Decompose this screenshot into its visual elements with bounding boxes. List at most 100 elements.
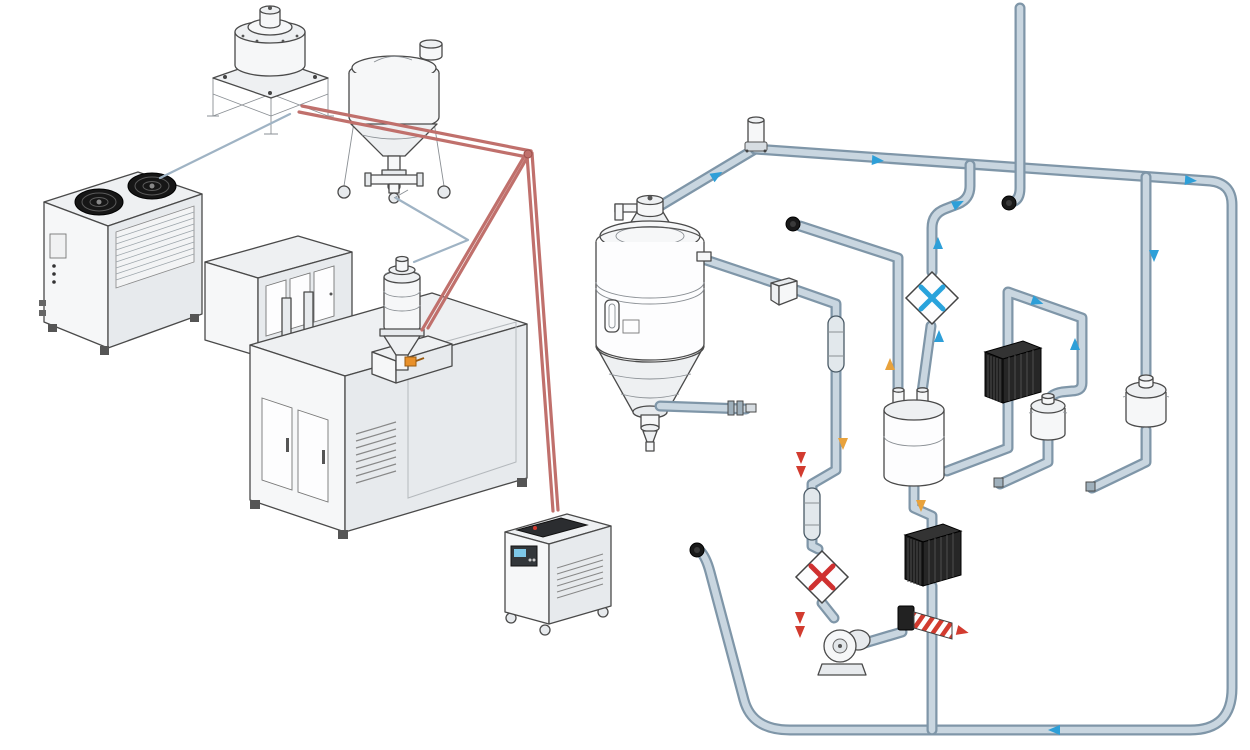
pipe-casing-receiver2-material [1086, 424, 1152, 494]
receiver1-body [1030, 408, 1066, 441]
cap-3-inner [694, 547, 700, 553]
cooling-tower-braces [212, 93, 329, 117]
loader-cap-top [395, 255, 409, 263]
guard-door-2 [297, 409, 329, 503]
injection-molding-machine [204, 235, 528, 539]
flow-arrow-red [796, 466, 806, 478]
vent-slats [355, 421, 397, 484]
receiver1-cap-top [1041, 392, 1055, 400]
motor-knob [268, 6, 272, 10]
tc-top-panel [515, 517, 589, 538]
receiver2-clamps [1122, 395, 1170, 398]
discharge-cone [642, 430, 658, 443]
sight-glass-window [608, 303, 616, 329]
return-air-stub [696, 251, 712, 262]
valve-handle [393, 189, 409, 199]
loader-flange [379, 328, 425, 337]
air-cooled-chiller [39, 171, 203, 355]
cap-2-inner [1006, 200, 1012, 206]
mold-temperature-controller [504, 513, 612, 636]
flow-arrow-red [955, 625, 969, 635]
flow-arrows-layer [709, 155, 1197, 735]
pipe-tower-to-cooler2 [910, 482, 936, 536]
chiller-foot [190, 314, 199, 322]
lid-handle [373, 56, 413, 63]
water-line [525, 153, 555, 513]
cone-rings [608, 373, 692, 399]
tc-wheel [539, 624, 551, 636]
tower-stub-left-top [892, 387, 905, 393]
flow-arrow-blue [934, 330, 944, 342]
tc-indicator [533, 526, 537, 530]
coupling-flange-2 [736, 400, 744, 416]
discharge-tube [645, 441, 655, 452]
pipe-cap-3 [689, 542, 705, 558]
flow-arrow-blue [933, 237, 943, 249]
lid-side-elbow [614, 203, 624, 221]
flow-arrow-blue [1184, 175, 1197, 185]
receiver2-body [1125, 392, 1167, 428]
tc-button [532, 558, 536, 562]
flow-arrow-orange [916, 500, 926, 512]
heat-exchanger-hot [794, 549, 850, 605]
flow-arrow-blue [709, 171, 723, 183]
barrel-pedestal-side [395, 343, 453, 384]
machine-foot [250, 500, 260, 509]
vacuum-receiver-2 [1122, 374, 1170, 428]
loader-body [383, 277, 421, 334]
machine-cabinet-front [204, 261, 259, 357]
loader-cap [395, 259, 409, 273]
sight-glass [604, 299, 620, 333]
hx-hot-x-icon [808, 563, 836, 591]
chiller-button [52, 264, 56, 268]
filter1-body [827, 315, 845, 373]
blower-base [817, 663, 867, 676]
pipe-hx-red-to-blower [818, 599, 838, 622]
water-line [530, 151, 560, 512]
flow-arrow-blue [1070, 338, 1080, 350]
water-line-junction [523, 149, 533, 159]
tc-button [528, 558, 532, 562]
pipe-main-loop [696, 145, 1236, 734]
tower-stub-right-top [916, 387, 929, 393]
filter2-body [803, 487, 821, 541]
flow-arrow-orange [838, 438, 848, 450]
junction-clamp [744, 141, 768, 152]
clamp-bolt [763, 149, 767, 153]
hx-cold-x-icon [918, 284, 946, 312]
flow-arrow-red [796, 452, 806, 464]
coupling-nub [745, 403, 757, 413]
cross-flange-right [416, 172, 424, 187]
guard-door-1 [261, 397, 293, 491]
fan-1-ring [81, 192, 117, 212]
equipment-layer [39, 5, 612, 636]
cooling-tower-fan-cap [259, 10, 281, 29]
heat-exchanger-cold [904, 270, 960, 326]
cooler2-fins [907, 533, 954, 586]
water-line [420, 153, 527, 332]
body-flange-band [595, 281, 705, 305]
air-cooler-upper [983, 340, 1043, 404]
cooler2-side [922, 530, 962, 587]
bolt [241, 34, 245, 38]
tc-vents [556, 553, 604, 599]
water-line-thin [394, 196, 470, 264]
vacuum-receiver-1 [1028, 392, 1068, 441]
bolt [255, 39, 259, 43]
flow-arrow-orange [885, 358, 895, 370]
dryer-system-layer [595, 116, 1170, 676]
chiller-foot [48, 324, 57, 332]
hopper-top-cap-lid [419, 39, 443, 49]
cooler1-fins [987, 350, 1034, 402]
chiller-button [52, 280, 56, 284]
orange-valve [404, 356, 417, 367]
guard-door-handle [286, 438, 289, 452]
flow-arrow-blue [950, 200, 964, 211]
regeneration-blower [817, 629, 871, 676]
clamp-bolt [745, 149, 749, 153]
valve-neck [388, 183, 400, 194]
receiver2-cap-top [1138, 374, 1154, 382]
junction-cylinder-top [747, 116, 765, 124]
water-line [297, 110, 529, 159]
bolt [281, 39, 285, 43]
